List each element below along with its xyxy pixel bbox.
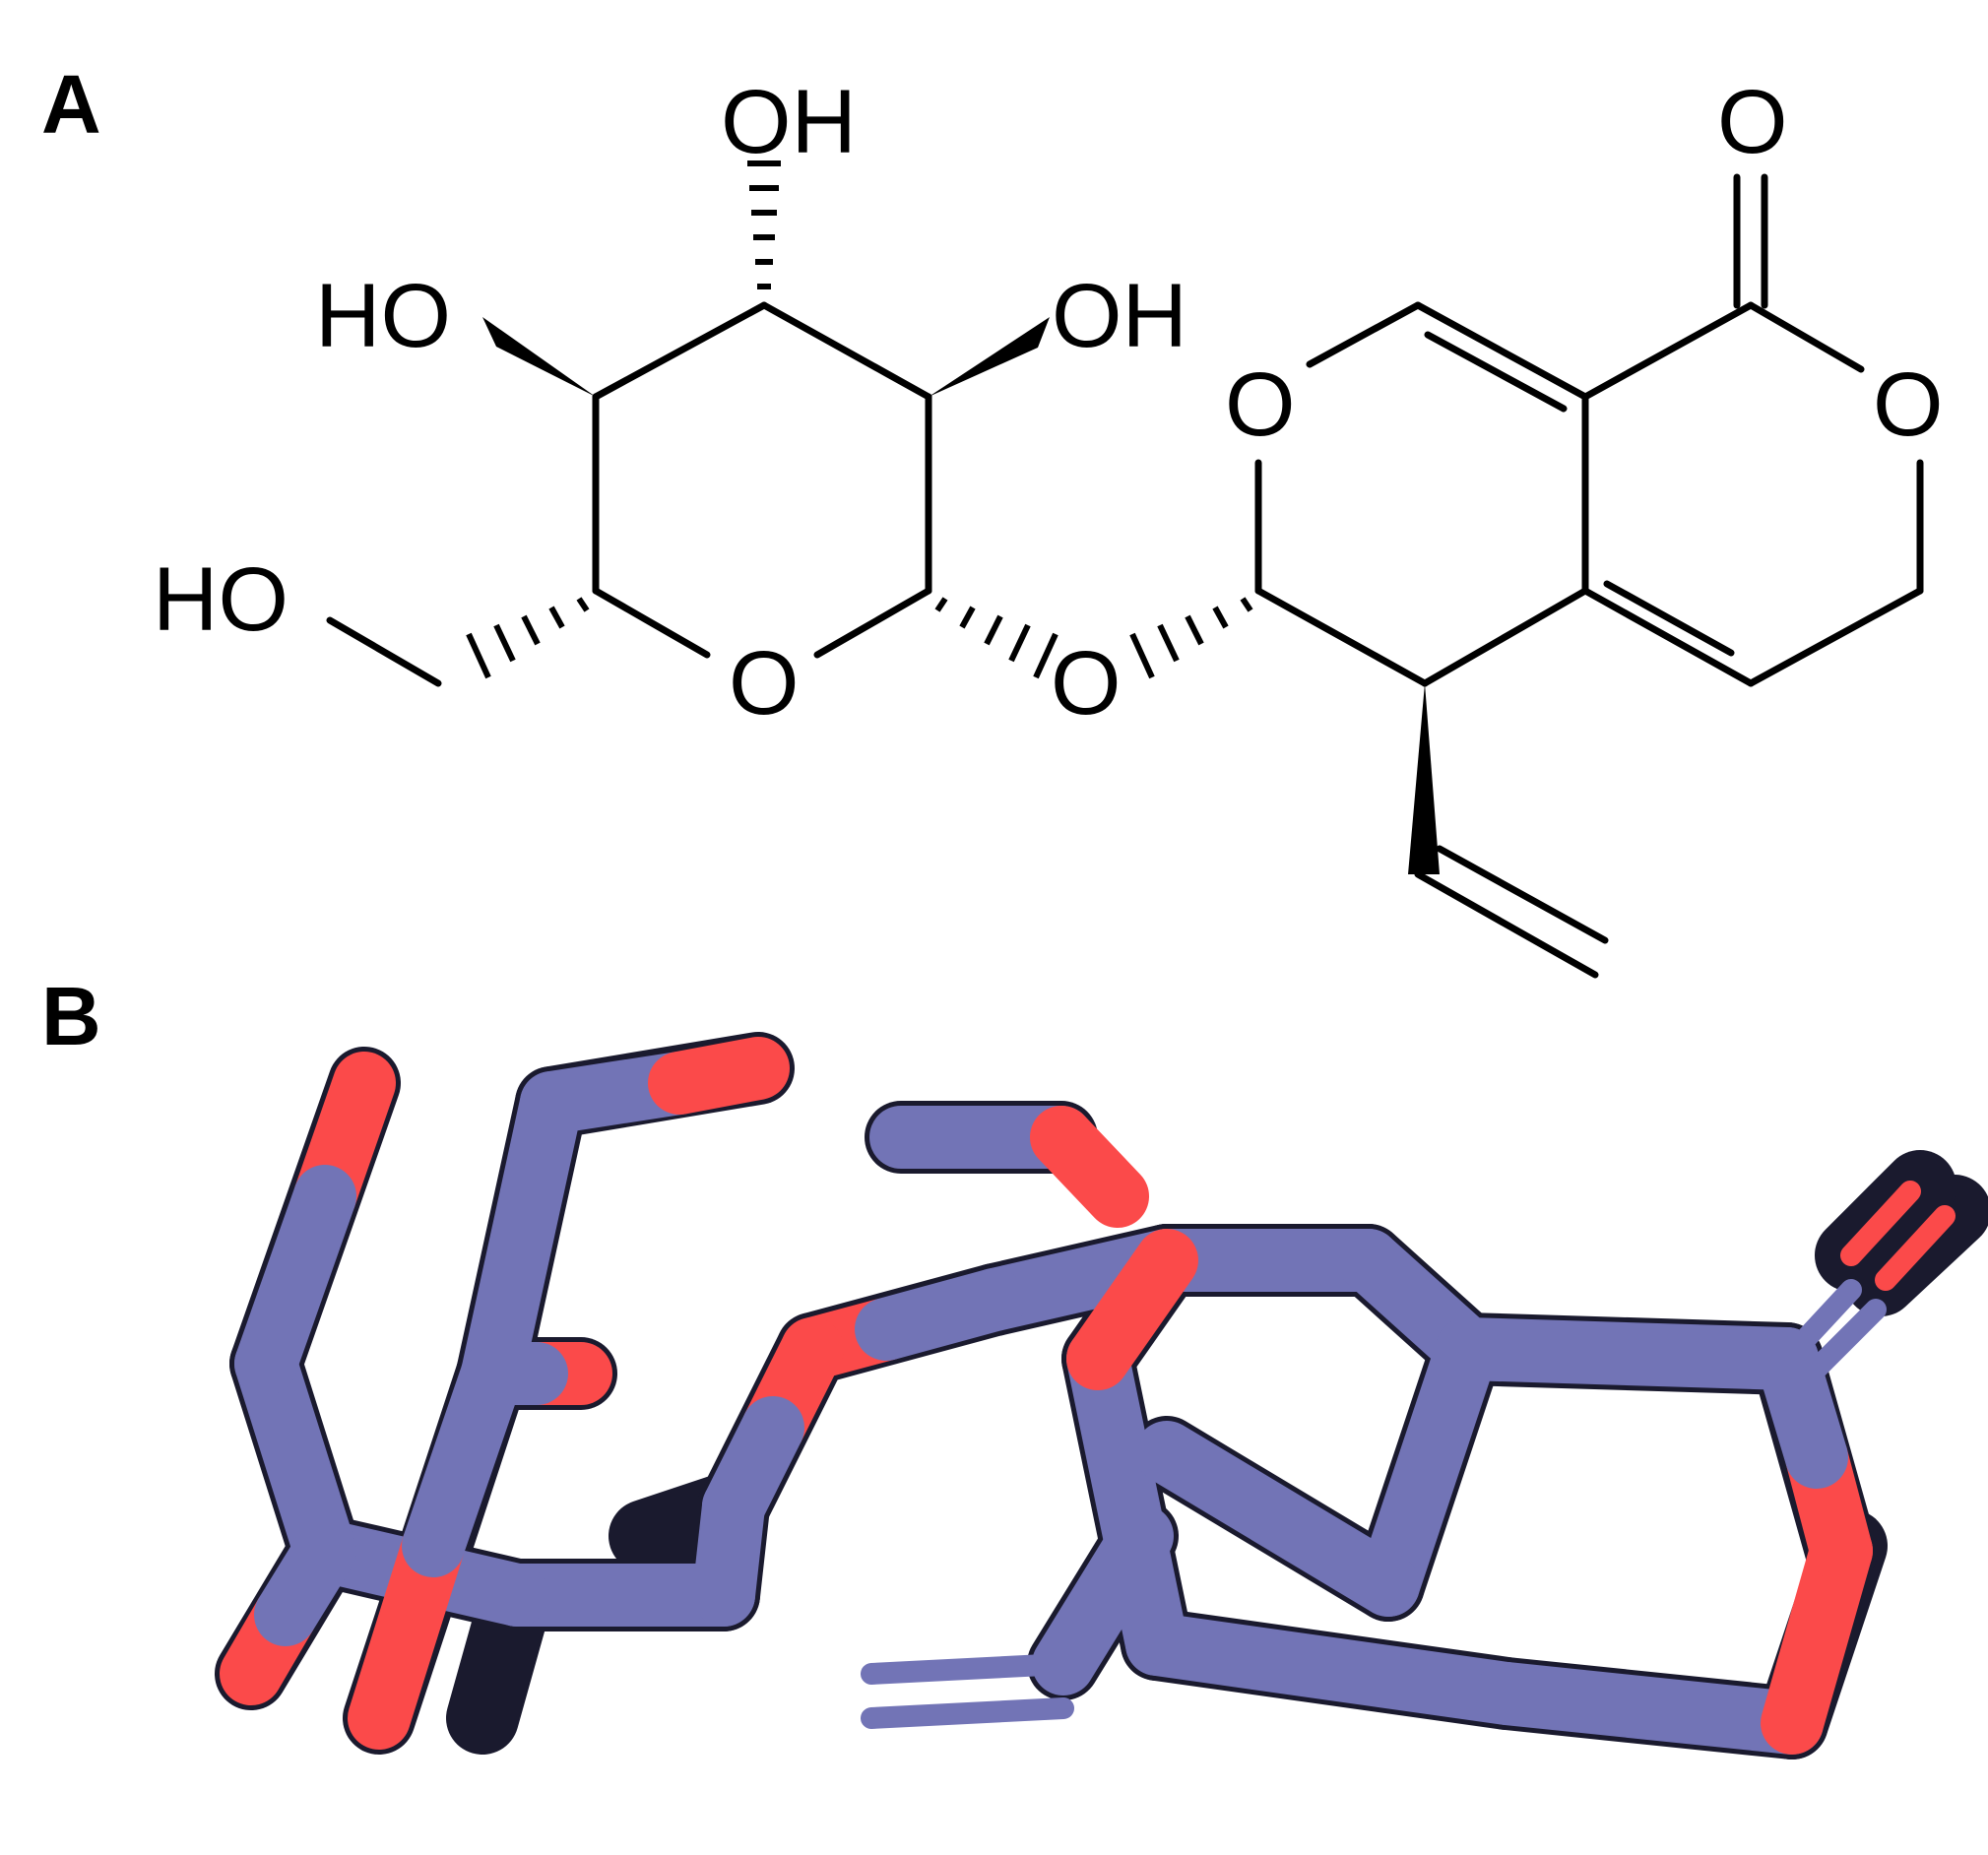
hash-bond <box>548 606 565 629</box>
atom-oh-top: OH <box>721 72 857 172</box>
thin-sticks <box>861 1653 1074 1729</box>
carbon-carbon-bond <box>1135 1421 1420 1617</box>
hash-bond <box>1240 597 1253 612</box>
hash-bonds <box>466 160 1253 679</box>
bond <box>1581 301 1755 401</box>
carbon-carbon-bond <box>1436 1317 1819 1390</box>
atom-ho-ch2: HO <box>153 549 289 650</box>
bond <box>1603 580 1735 657</box>
bond <box>1436 845 1609 944</box>
atom-o-pyran-ring: O <box>1225 354 1296 455</box>
hash-bond <box>1157 623 1180 663</box>
bond <box>760 301 932 401</box>
skeletal-structure-diagram: OH HO OH HO O O O O O <box>153 72 1944 979</box>
bond <box>592 587 711 659</box>
carbon-carbon-bond <box>1125 1613 1538 1725</box>
hash-bond <box>1033 632 1058 679</box>
hash-bond <box>466 632 491 679</box>
bond <box>1421 587 1589 687</box>
bond <box>1424 331 1568 413</box>
carbonyl-stick <box>1840 1181 1921 1266</box>
double-bond-stick <box>861 1653 1074 1685</box>
double-bond-stick <box>861 1697 1074 1729</box>
atom-o-sugar-ring: O <box>729 633 800 734</box>
atom-o-lactone: O <box>1873 354 1944 455</box>
wedge-bond <box>929 317 1050 397</box>
atom-oh-right: OH <box>1052 266 1187 366</box>
carbon-half-bond <box>855 1268 1026 1361</box>
panel-label-b: B <box>41 970 101 1062</box>
carbon-half-bond <box>254 1519 356 1646</box>
atom-o-glycosidic: O <box>1051 633 1122 734</box>
carbonyl-carbon-stick <box>1801 1299 1887 1384</box>
panel-label-a: A <box>41 58 101 151</box>
bond <box>1306 301 1422 368</box>
carbon-half-bond <box>1756 1327 1848 1489</box>
thin-carbonyl-carbon <box>1776 1279 1887 1384</box>
carbon-carbon-bond <box>1475 1662 1824 1755</box>
hash-bond <box>576 597 590 612</box>
thin-oxygen-sticks <box>1840 1181 1956 1291</box>
bond <box>1254 587 1429 687</box>
carbon-carbon-bond <box>1066 1327 1188 1676</box>
bond <box>1581 587 1755 687</box>
bond <box>1747 301 1865 373</box>
carbon-carbon-bond <box>234 1332 356 1582</box>
carbon-sticks-front <box>234 1165 1848 1646</box>
carbon-carbon-bond <box>1357 1317 1499 1617</box>
bond <box>1414 870 1599 979</box>
carbon-carbon-bond <box>461 1071 583 1405</box>
carbonyl-stick <box>1875 1205 1956 1291</box>
carbon-half-bond <box>692 1475 765 1627</box>
oxygen-half-bond <box>1030 1106 1149 1228</box>
atom-o-carbonyl: O <box>1717 72 1788 172</box>
hash-bond <box>959 606 976 629</box>
bond <box>1414 301 1589 401</box>
atom-labels: OH HO OH HO O O O O O <box>153 72 1944 734</box>
carbon-half-bond <box>234 1165 356 1395</box>
wedge-bond <box>482 317 596 397</box>
bond <box>592 301 768 401</box>
hash-bond <box>521 614 541 646</box>
wedge-bonds <box>482 317 1440 874</box>
hash-bond <box>1212 606 1229 629</box>
bond <box>326 616 442 687</box>
hash-bond <box>1185 614 1204 646</box>
stick-model <box>220 1037 1956 1755</box>
skeletal-bonds <box>326 173 1924 979</box>
hash-bond <box>493 623 516 663</box>
oxygen-half-bond <box>648 1037 790 1115</box>
hash-bond <box>934 597 948 612</box>
hash-bond <box>1008 623 1031 663</box>
hash-bond <box>1129 632 1155 679</box>
carbon-carbon-bond <box>1032 1504 1174 1695</box>
wedge-bond <box>1408 683 1440 874</box>
hash-bond <box>984 614 1003 646</box>
bond <box>813 587 932 659</box>
bond <box>1747 587 1924 687</box>
oxygen-half-bond <box>1066 1229 1198 1390</box>
atom-ho-left: HO <box>315 266 451 366</box>
carbonyl-carbon-stick <box>1776 1279 1862 1370</box>
